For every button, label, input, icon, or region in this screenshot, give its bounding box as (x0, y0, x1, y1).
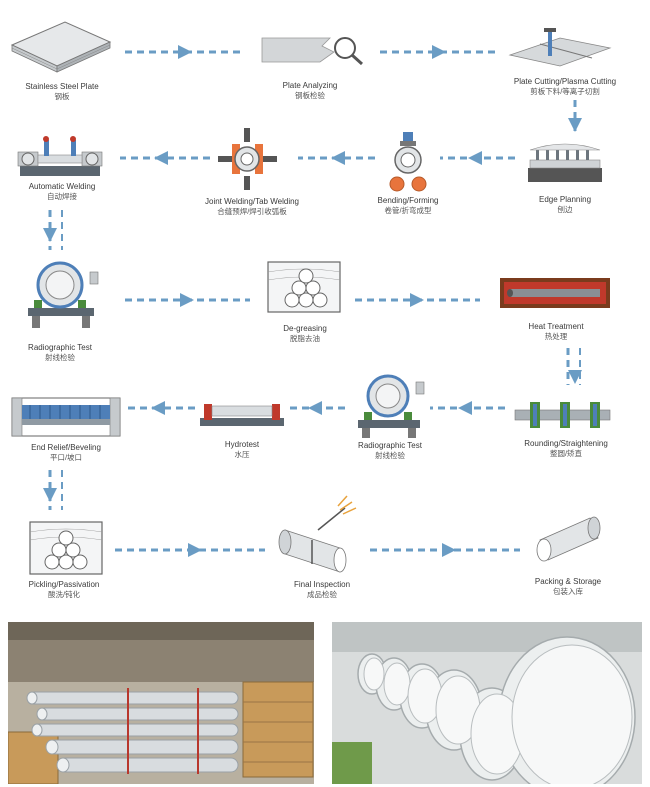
arrow-head-3 (568, 118, 582, 132)
step-label-rounding-straightening: Rounding/Straightening 整圆/矫直 (524, 439, 608, 458)
flow-arrows (43, 45, 582, 557)
arrow-head-5 (331, 151, 345, 165)
edge-planning-icon (528, 143, 602, 182)
arrow-head-11 (458, 401, 472, 415)
step-label-degreasing: De-greasing 脱脂去油 (283, 324, 327, 343)
end-beveling-icon (11, 397, 121, 437)
rounding-straightening-icon (514, 402, 611, 428)
step-cn: 合缝预焊/焊引收弧板 (217, 207, 287, 216)
step-en: Pickling/Passivation (28, 580, 100, 589)
step-cn: 剪板下料/等离子切割 (530, 87, 600, 96)
joint-welding-icon (218, 128, 277, 190)
warehouse-pipes-illustration (8, 622, 314, 784)
step-en: Radiographic Test (358, 441, 422, 450)
step-cn: 钢板 (54, 92, 70, 101)
step-cn: 水压 (234, 450, 250, 459)
step-cn: 包装入库 (552, 587, 583, 596)
step-en: Final Inspection (293, 580, 351, 589)
step-cn: 脱脂去油 (289, 334, 320, 343)
step-label-plate-analyzing: Plate Analyzing 钢板检验 (283, 81, 338, 100)
step-cn: 整圆/矫直 (549, 449, 583, 458)
step-cn: 卷管/折弯成型 (384, 206, 432, 215)
automatic-welding-icon (17, 136, 103, 176)
hydrotest-icon (200, 404, 284, 426)
step-cn: 射线检验 (44, 353, 75, 362)
final-inspection-icon (278, 495, 357, 573)
step-cn: 酸洗/钝化 (47, 590, 81, 599)
pickling-icon (29, 521, 103, 575)
plate-analyzing-icon (261, 37, 364, 66)
arrow-head-14 (43, 488, 57, 502)
bending-forming-icon (389, 132, 427, 192)
radiographic-test-2-icon (358, 374, 425, 438)
radiographic-test-icon (28, 261, 99, 328)
step-cn: 成品检验 (307, 590, 337, 599)
step-en: Plate Cutting/Plasma Cutting (513, 77, 617, 86)
step-en: Radiographic Test (28, 343, 92, 352)
step-en: Automatic Welding (28, 182, 96, 191)
step-label-final-inspection: Final Inspection 成品检验 (294, 580, 350, 599)
step-label-edge-planning: Edge Planning 刨边 (539, 195, 591, 214)
step-en: End Relief/Beveling (31, 443, 101, 452)
step-en: Bending/Forming (377, 196, 439, 205)
step-label-automatic-welding: Automatic Welding 自动焊接 (29, 182, 96, 201)
step-label-hydrotest: Hydrotest 水压 (225, 440, 259, 459)
step-label-steel-plate: Stainless Steel Plate 钢板 (25, 82, 98, 101)
step-label-pickling: Pickling/Passivation 酸洗/钝化 (29, 580, 100, 599)
heat-treatment-icon (500, 278, 610, 308)
large-pipes-illustration (332, 622, 642, 784)
arrow-head-6 (154, 151, 168, 165)
step-label-radiographic-test: Radiographic Test 射线检验 (28, 343, 92, 362)
arrow-head-16 (442, 543, 456, 557)
arrow-head-4 (468, 151, 482, 165)
step-en: Rounding/Straightening (524, 439, 608, 448)
step-en: Plate Analyzing (282, 81, 338, 90)
step-en: Stainless Steel Plate (25, 82, 99, 91)
step-label-plate-cutting: Plate Cutting/Plasma Cutting 剪板下料/等离子切割 (514, 77, 616, 96)
arrow-head-9 (410, 293, 424, 307)
step-en: Packing & Storage (534, 577, 602, 586)
step-en: Hydrotest (224, 440, 260, 449)
arrow-head-12 (308, 401, 322, 415)
step-en: Joint Welding/Tab Welding (205, 197, 299, 206)
step-en: Edge Planning (538, 195, 592, 204)
step-cn: 刨边 (557, 205, 573, 214)
step-cn: 钢板检验 (294, 91, 325, 100)
arrow-head-15 (188, 543, 202, 557)
warehouse-pipes-photo (8, 622, 314, 784)
step-en: Heat Treatment (528, 322, 584, 331)
step-cn: 射线检验 (374, 451, 405, 460)
degreasing-icon (267, 261, 341, 313)
arrow-head-1 (178, 45, 192, 59)
process-flow-diagram (10, 21, 612, 575)
step-en: De-greasing (283, 324, 327, 333)
step-label-radiographic-test-2: Radiographic Test 射线检验 (358, 441, 422, 460)
step-cn: 自动焊接 (47, 192, 77, 201)
step-label-packing-storage: Packing & Storage 包装入库 (535, 577, 601, 596)
arrow-head-8 (180, 293, 194, 307)
plate-cutting-icon (508, 28, 612, 67)
step-label-joint-welding: Joint Welding/Tab Welding 合缝预焊/焊引收弧板 (205, 197, 299, 216)
step-label-heat-treatment: Heat Treatment 热处理 (528, 322, 583, 341)
arrow-head-2 (432, 45, 446, 59)
arrow-head-10 (568, 370, 582, 384)
large-pipes-photo (332, 622, 642, 784)
steel-plate-icon (10, 21, 112, 73)
step-cn: 热处理 (544, 332, 568, 341)
step-label-end-relief: End Relief/Beveling 平口/坡口 (31, 443, 101, 462)
arrow-head-13 (151, 401, 165, 415)
arrow-head-7 (43, 228, 57, 242)
step-label-bending-forming: Bending/Forming 卷管/折弯成型 (378, 196, 439, 215)
step-cn: 平口/坡口 (49, 453, 83, 462)
packing-storage-icon (536, 516, 601, 562)
